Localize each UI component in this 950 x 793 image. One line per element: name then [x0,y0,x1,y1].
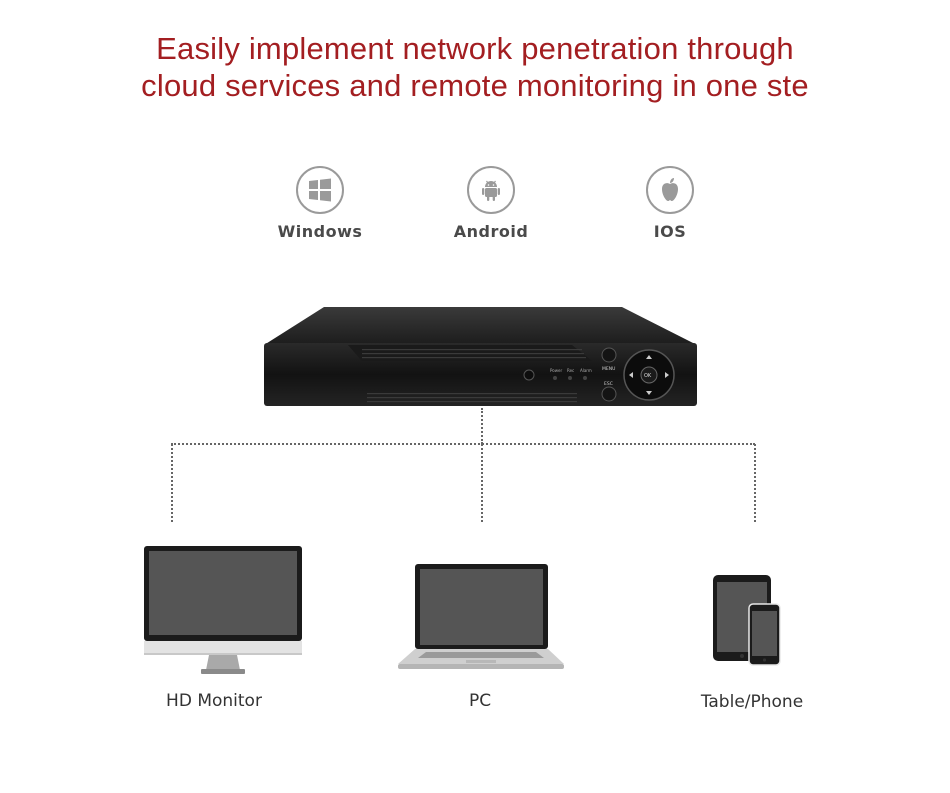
esc-label: ESC [604,381,613,387]
connector-right [754,444,756,522]
tablet-phone-icon [713,575,781,666]
device-label-hd-monitor: HD Monitor [166,691,262,711]
device-label-pc: PC [468,691,492,711]
alarm-label: Alarm [580,368,592,373]
connector-center [481,444,483,522]
dvr-device-image: Power Rec Alarm MENU ESC OK [264,307,697,406]
power-label: Power [550,368,562,373]
connector-stem [481,408,483,444]
headline: Easily implement network penetration thr… [0,30,950,104]
headline-line-2: cloud services and remote monitoring in … [141,68,809,103]
device-label-tablet-phone: Table/Phone [700,692,804,712]
laptop-icon [398,564,564,669]
ok-label: OK [644,373,652,379]
platform-label-android: Android [453,222,529,241]
platform-ios: IOS [600,166,740,241]
platform-android: Android [421,166,561,241]
apple-icon [646,166,694,214]
monitor-icon [144,546,302,674]
platform-label-windows: Windows [277,222,363,241]
rec-label: Rec [567,368,574,373]
connector-left [171,444,173,522]
windows-icon [296,166,344,214]
platform-windows: Windows [250,166,390,241]
menu-label: MENU [602,366,615,372]
connector-horizontal [171,443,755,445]
platform-label-ios: IOS [653,222,687,241]
android-icon [467,166,515,214]
headline-line-1: Easily implement network penetration thr… [156,31,794,66]
